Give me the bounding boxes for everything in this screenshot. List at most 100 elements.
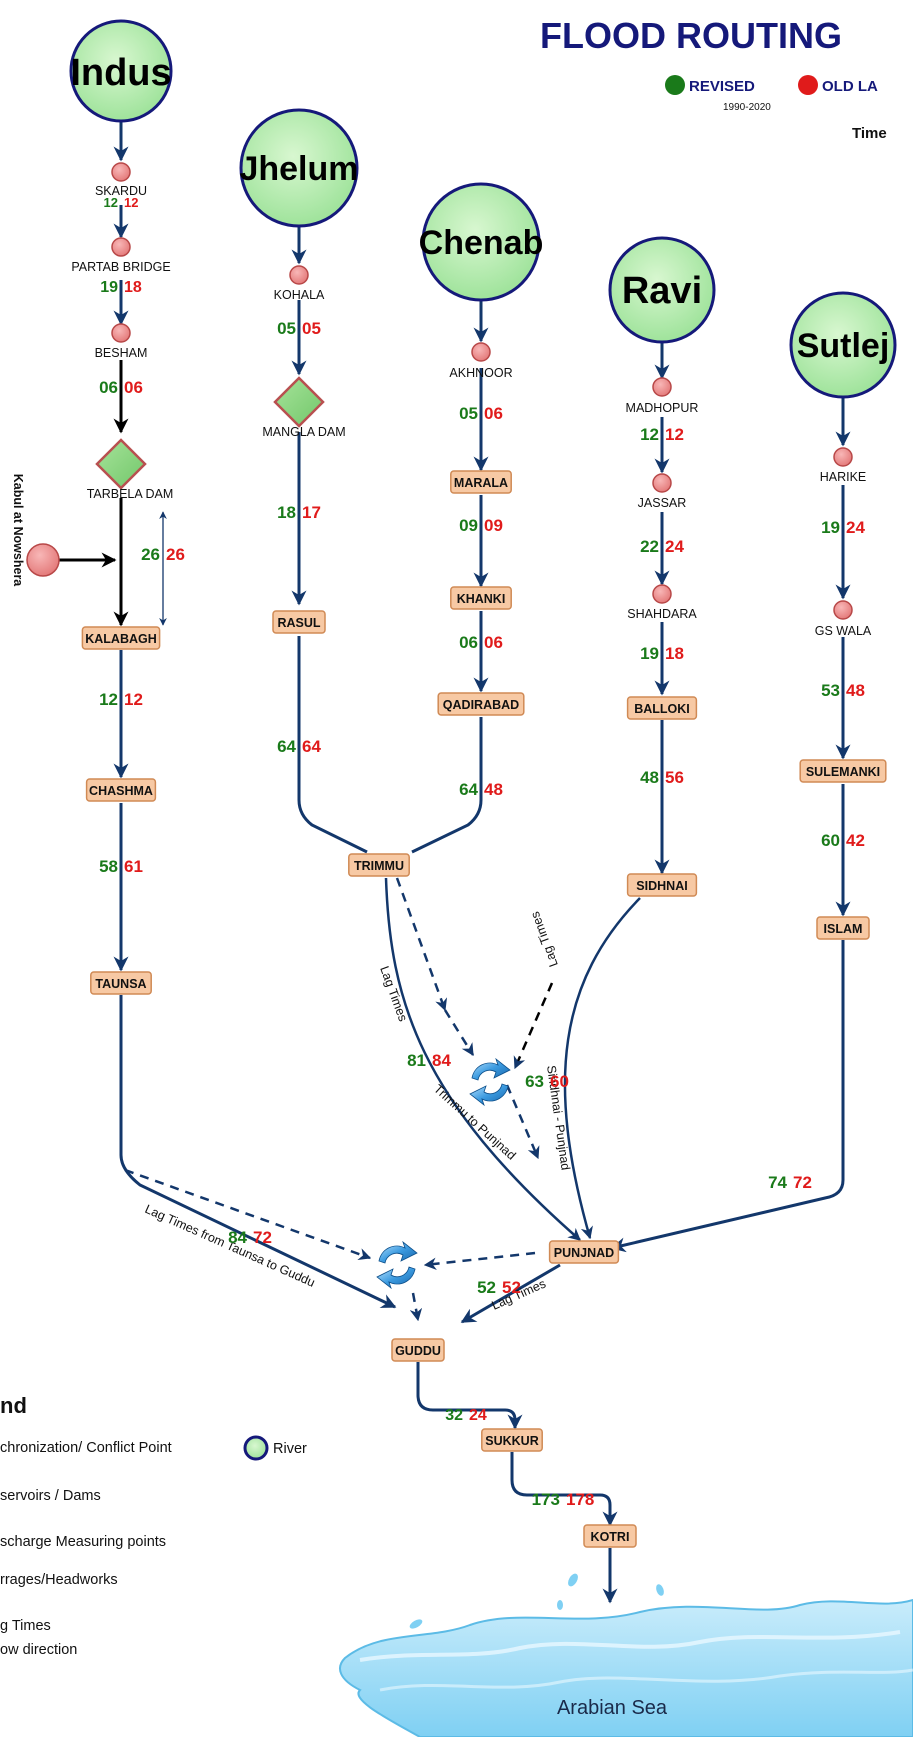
measuring-point-akhnoor[interactable]: AKHNOOR bbox=[449, 342, 513, 380]
lag-time-pair: 22 24 bbox=[640, 537, 684, 556]
lag-revised-value: 19 bbox=[640, 644, 659, 663]
barrage-kotri[interactable]: KOTRI bbox=[583, 1524, 637, 1548]
lag-revised-value: 173 bbox=[532, 1490, 560, 1509]
barrage-box bbox=[81, 626, 161, 650]
sync-point-upper[interactable] bbox=[469, 1057, 511, 1107]
lag-old-value: 64 bbox=[302, 737, 321, 756]
barrage-taunsa[interactable]: TAUNSA bbox=[90, 971, 152, 995]
legend-old-label: OLD LA bbox=[822, 78, 878, 95]
barrage-label: KOTRI bbox=[591, 1530, 630, 1544]
barrage-sulemanki[interactable]: SULEMANKI bbox=[799, 759, 887, 783]
legend-flow: ow direction bbox=[0, 1642, 77, 1658]
barrage-label: QADIRABAD bbox=[443, 698, 519, 712]
barrage-islam[interactable]: ISLAM bbox=[816, 916, 870, 940]
lag-revised-value: 64 bbox=[277, 737, 296, 756]
barrage-punjnad[interactable]: PUNJNAD bbox=[548, 1240, 620, 1264]
river-label: Jhelum bbox=[239, 150, 358, 188]
river-jhelum[interactable]: Jhelum bbox=[239, 108, 359, 228]
lag-old-value: 56 bbox=[665, 768, 684, 787]
barrage-chashma[interactable]: CHASHMA bbox=[85, 778, 157, 802]
lag-revised-value: 84 bbox=[228, 1228, 247, 1247]
barrage-balloki[interactable]: BALLOKI bbox=[626, 696, 698, 720]
lag-old-value: 12 bbox=[665, 425, 684, 444]
measuring-point-harike[interactable]: HARIKE bbox=[820, 447, 867, 484]
point-label: SKARDU bbox=[95, 184, 147, 198]
lag-revised-value: 12 bbox=[640, 425, 659, 444]
barrage-marala[interactable]: MARALA bbox=[450, 470, 512, 494]
lag-revised-value: 22 bbox=[640, 537, 659, 556]
measuring-point-kohala[interactable]: KOHALA bbox=[274, 265, 325, 302]
page-title: FLOOD ROUTING bbox=[540, 15, 842, 56]
sea-label: Arabian Sea bbox=[557, 1697, 668, 1719]
lag-old-value: 26 bbox=[166, 545, 185, 564]
barrage-box bbox=[626, 696, 698, 720]
lag-old-value: 84 bbox=[432, 1051, 451, 1070]
lag-old-value: 18 bbox=[665, 644, 684, 663]
river-sutlej[interactable]: Sutlej bbox=[789, 291, 897, 399]
lag-revised-value: 12 bbox=[104, 195, 118, 210]
barrage-box bbox=[583, 1524, 637, 1548]
point-label: KOHALA bbox=[274, 288, 325, 302]
lag-old-value: 48 bbox=[846, 681, 865, 700]
barrage-box bbox=[391, 1338, 445, 1362]
lag-revised-value: 81 bbox=[407, 1051, 426, 1070]
barrage-box bbox=[481, 1428, 543, 1452]
measuring-point-gs-wala[interactable]: GS WALA bbox=[815, 600, 872, 638]
measuring-point-skardu[interactable]: SKARDU bbox=[95, 162, 147, 198]
barrage-label: SUKKUR bbox=[485, 1434, 538, 1448]
barrage-khanki[interactable]: KHANKI bbox=[450, 586, 512, 610]
dam-mangla[interactable]: MANGLA DAM bbox=[262, 376, 346, 439]
barrage-qadirabad[interactable]: QADIRABAD bbox=[437, 692, 525, 716]
barrage-label: BALLOKI bbox=[634, 702, 690, 716]
lag-old-value: 24 bbox=[665, 537, 684, 556]
lag-old-value: 48 bbox=[484, 780, 503, 799]
lag-revised-value: 19 bbox=[100, 279, 118, 296]
barrage-box bbox=[450, 470, 512, 494]
measuring-point-shahdara[interactable]: SHAHDARA bbox=[627, 584, 697, 621]
barrage-sidhnai[interactable]: SIDHNAI bbox=[626, 873, 698, 897]
lag-revised-value: 06 bbox=[459, 633, 478, 652]
river-ravi[interactable]: Ravi bbox=[608, 236, 716, 344]
barrage-kalabagh[interactable]: KALABAGH bbox=[81, 626, 161, 650]
legend: nd chronization/ Conflict Point River se… bbox=[0, 1393, 307, 1658]
lag-old-value: 06 bbox=[484, 633, 503, 652]
measuring-point-partab-bridge[interactable]: PARTAB BRIDGE bbox=[71, 237, 171, 274]
river-indus[interactable]: Indus bbox=[69, 19, 173, 123]
time-label: Time bbox=[852, 125, 887, 142]
lag-revised-value: 74 bbox=[768, 1173, 787, 1192]
point-label: MADHOPUR bbox=[626, 401, 699, 415]
barrage-box bbox=[437, 692, 525, 716]
point-label: PARTAB BRIDGE bbox=[71, 260, 170, 274]
barrage-guddu[interactable]: GUDDU bbox=[391, 1338, 445, 1362]
barrage-rasul[interactable]: RASUL bbox=[272, 610, 326, 634]
measuring-point-kabul[interactable]: Kabul at Nowshera bbox=[11, 474, 60, 588]
sync-point-lower[interactable] bbox=[376, 1240, 418, 1290]
barrage-trimmu[interactable]: TRIMMU bbox=[348, 853, 410, 877]
lag-revised-value: 19 bbox=[821, 518, 840, 537]
arabian-sea: Arabian Sea bbox=[339, 1573, 913, 1738]
barrage-sukkur[interactable]: SUKKUR bbox=[481, 1428, 543, 1452]
measuring-point-besham[interactable]: BESHAM bbox=[95, 323, 148, 360]
measuring-point-jassar[interactable]: JASSAR bbox=[638, 473, 687, 510]
barrages: KALABAGH CHASHMA TAUNSA RASUL MARALA KHANKI QA… bbox=[81, 470, 887, 1548]
lag-old-value: 24 bbox=[846, 518, 865, 537]
lag-old-value: 60 bbox=[550, 1072, 569, 1091]
river-chenab[interactable]: Chenab bbox=[419, 182, 544, 302]
lag-old-value: 18 bbox=[124, 279, 142, 296]
revised-dot-icon bbox=[665, 75, 685, 95]
dam-tarbela[interactable]: TARBELA DAM bbox=[87, 438, 174, 501]
measuring-point-madhopur[interactable]: MADHOPUR bbox=[626, 377, 699, 415]
lag-old-value: 09 bbox=[484, 516, 503, 535]
barrage-box bbox=[816, 916, 870, 940]
flow-lines bbox=[50, 121, 851, 1604]
legend-sync-point: chronization/ Conflict Point bbox=[0, 1440, 172, 1456]
lag-old-value: 72 bbox=[793, 1173, 812, 1192]
